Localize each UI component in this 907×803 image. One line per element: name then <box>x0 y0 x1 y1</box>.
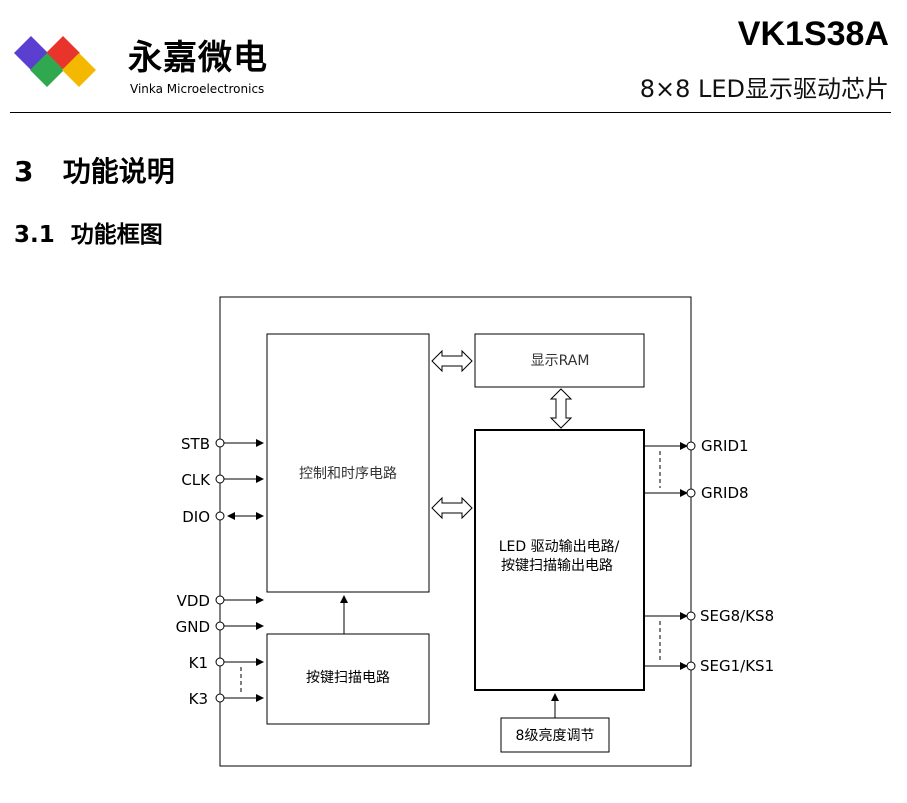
pin-k3: K3 <box>189 690 264 708</box>
pin-k3-label: K3 <box>189 690 208 708</box>
pin-dio: DIO <box>182 508 264 526</box>
pin-k1-label: K1 <box>189 654 208 672</box>
bus-arrow-control-led <box>431 496 473 520</box>
keyscan-block <box>266 633 430 725</box>
bus-arrow-control-ram <box>431 349 473 373</box>
display-ram-label: 显示RAM <box>531 353 590 369</box>
pin-grid1: GRID1 <box>644 437 749 455</box>
brightness-label: 8级亮度调节 <box>516 727 595 744</box>
pin-grid8: GRID8 <box>644 484 749 502</box>
document-subtitle: 8×8 LED显示驱动芯片 <box>639 75 889 103</box>
logo-diamond-yellow <box>62 53 96 87</box>
led-driver-label-line2: 按键扫描输出电路 <box>501 558 613 574</box>
pin-vdd: VDD <box>177 592 264 610</box>
pin-seg1-ks1: SEG1/KS1 <box>644 657 774 675</box>
brand-name-en: Vinka Microelectronics <box>130 82 265 96</box>
control-timing-block <box>266 333 430 593</box>
control-timing-label: 控制和时序电路 <box>299 466 397 482</box>
pin-vdd-label: VDD <box>177 592 210 610</box>
led-driver-label-line1: LED 驱动输出电路/ <box>499 539 620 555</box>
pin-seg1-ks1-label: SEG1/KS1 <box>700 657 774 675</box>
pin-grid1-label: GRID1 <box>701 437 749 455</box>
led-driver-block <box>474 429 645 691</box>
section-subheading: 3.1 功能框图 <box>14 222 163 248</box>
pin-clk: CLK <box>181 471 264 489</box>
pin-k1: K1 <box>189 654 264 672</box>
logo-diamond-green <box>30 53 64 87</box>
part-number: VK1S38A <box>737 15 889 53</box>
pin-stb: STB <box>181 435 264 453</box>
pin-grid8-label: GRID8 <box>701 484 749 502</box>
pin-clk-label: CLK <box>181 471 211 489</box>
pin-dio-label: DIO <box>182 508 210 526</box>
header-divider <box>10 112 891 113</box>
pin-gnd: GND <box>176 618 264 636</box>
pin-seg8-ks8-label: SEG8/KS8 <box>700 607 774 625</box>
pin-gnd-label: GND <box>176 618 210 636</box>
chip-outline <box>219 296 692 767</box>
bus-arrow-ram-led <box>549 388 573 429</box>
brand-name-cn: 永嘉微电 <box>128 38 268 78</box>
keyscan-label: 按键扫描电路 <box>306 670 390 686</box>
pin-seg8-ks8: SEG8/KS8 <box>644 607 774 625</box>
vinka-logo-icon <box>14 36 96 87</box>
display-ram-block <box>474 333 645 388</box>
pin-stb-label: STB <box>181 435 210 453</box>
brightness-block <box>500 717 610 753</box>
section-heading: 3 功能说明 <box>14 155 175 188</box>
